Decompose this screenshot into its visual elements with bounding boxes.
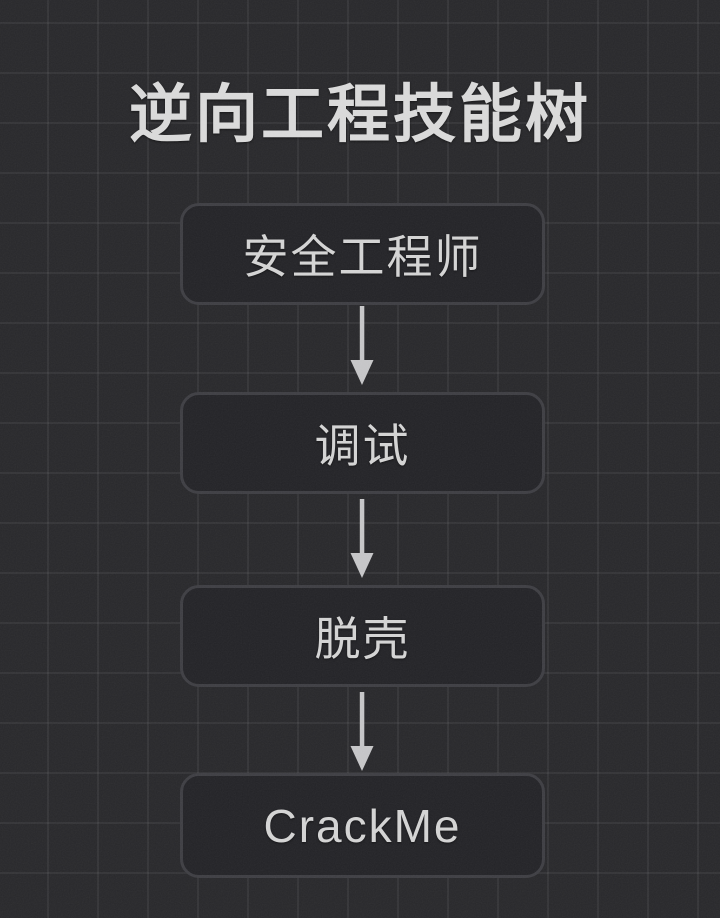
flow-node-crackme: CrackMe xyxy=(180,773,545,878)
page-title: 逆向工程技能树 xyxy=(129,80,591,150)
arrow-down-icon xyxy=(350,499,374,578)
arrow-down-icon xyxy=(350,306,374,385)
node-label: 脱壳 xyxy=(314,613,411,665)
node-label: 安全工程师 xyxy=(242,231,483,283)
flow-node-debugging: 调试 xyxy=(180,392,545,494)
node-label: CrackMe xyxy=(263,799,462,852)
flow-node-security-engineer: 安全工程师 xyxy=(180,203,545,305)
flow-node-unpacking: 脱壳 xyxy=(180,585,545,687)
node-label: 调试 xyxy=(314,420,411,472)
arrow-down-icon xyxy=(350,692,374,771)
